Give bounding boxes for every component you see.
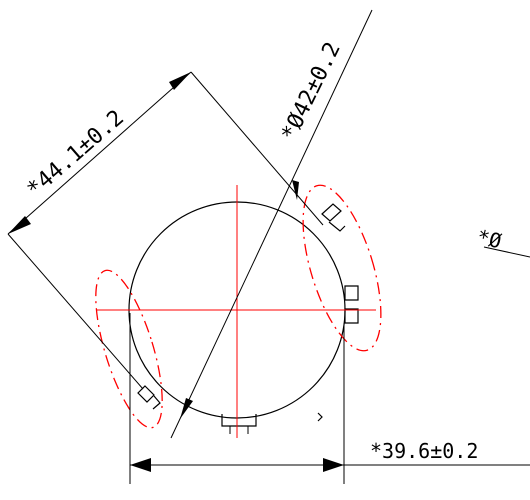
highlight-right <box>302 184 382 352</box>
dim-44-1-extension-right <box>190 71 324 226</box>
dimension-phi-42: *Ø42±0.2 <box>170 9 373 439</box>
dim-39-6-arrow-right <box>323 458 344 472</box>
notch-right-middle <box>344 285 359 301</box>
dim-39-6-arrow-left <box>130 458 151 472</box>
dim-phi-42-arrow-lower <box>180 398 193 419</box>
dim-phi-42-line <box>170 9 373 439</box>
dim-44-1-arrow-left <box>8 216 31 234</box>
dim-44-1-extension-left <box>7 233 144 390</box>
notch-right-lower <box>344 308 359 324</box>
ring-notches <box>137 203 359 434</box>
cropped-dim-line <box>483 246 530 258</box>
notch-bottom-legs <box>229 426 249 434</box>
dimension-44-1: *44.1±0.2 <box>7 71 324 390</box>
cropped-dim-label: *Ø <box>475 224 504 253</box>
dim-44-1-arrow-right <box>169 72 191 90</box>
notch-bottom <box>221 414 257 427</box>
dim-39-6-label: *39.6±0.2 <box>370 439 478 463</box>
notch-left-lower-step <box>152 395 161 410</box>
notch-upper-right-step <box>328 221 346 232</box>
dim-44-1-label: *44.1±0.2 <box>23 105 129 202</box>
lower-right-tick <box>317 412 323 422</box>
centerlines <box>97 185 376 438</box>
cropped-dimension: *Ø <box>475 224 530 258</box>
notch-upper-right <box>321 203 342 222</box>
dim-phi-42-arrow-upper <box>292 180 299 200</box>
highlight-left <box>95 269 163 429</box>
dim-44-1-line <box>7 71 192 235</box>
dim-phi-42-label: *Ø42±0.2 <box>277 38 346 144</box>
notch-left-lower <box>137 385 155 403</box>
dimension-39-6: *39.6±0.2 <box>129 313 530 484</box>
